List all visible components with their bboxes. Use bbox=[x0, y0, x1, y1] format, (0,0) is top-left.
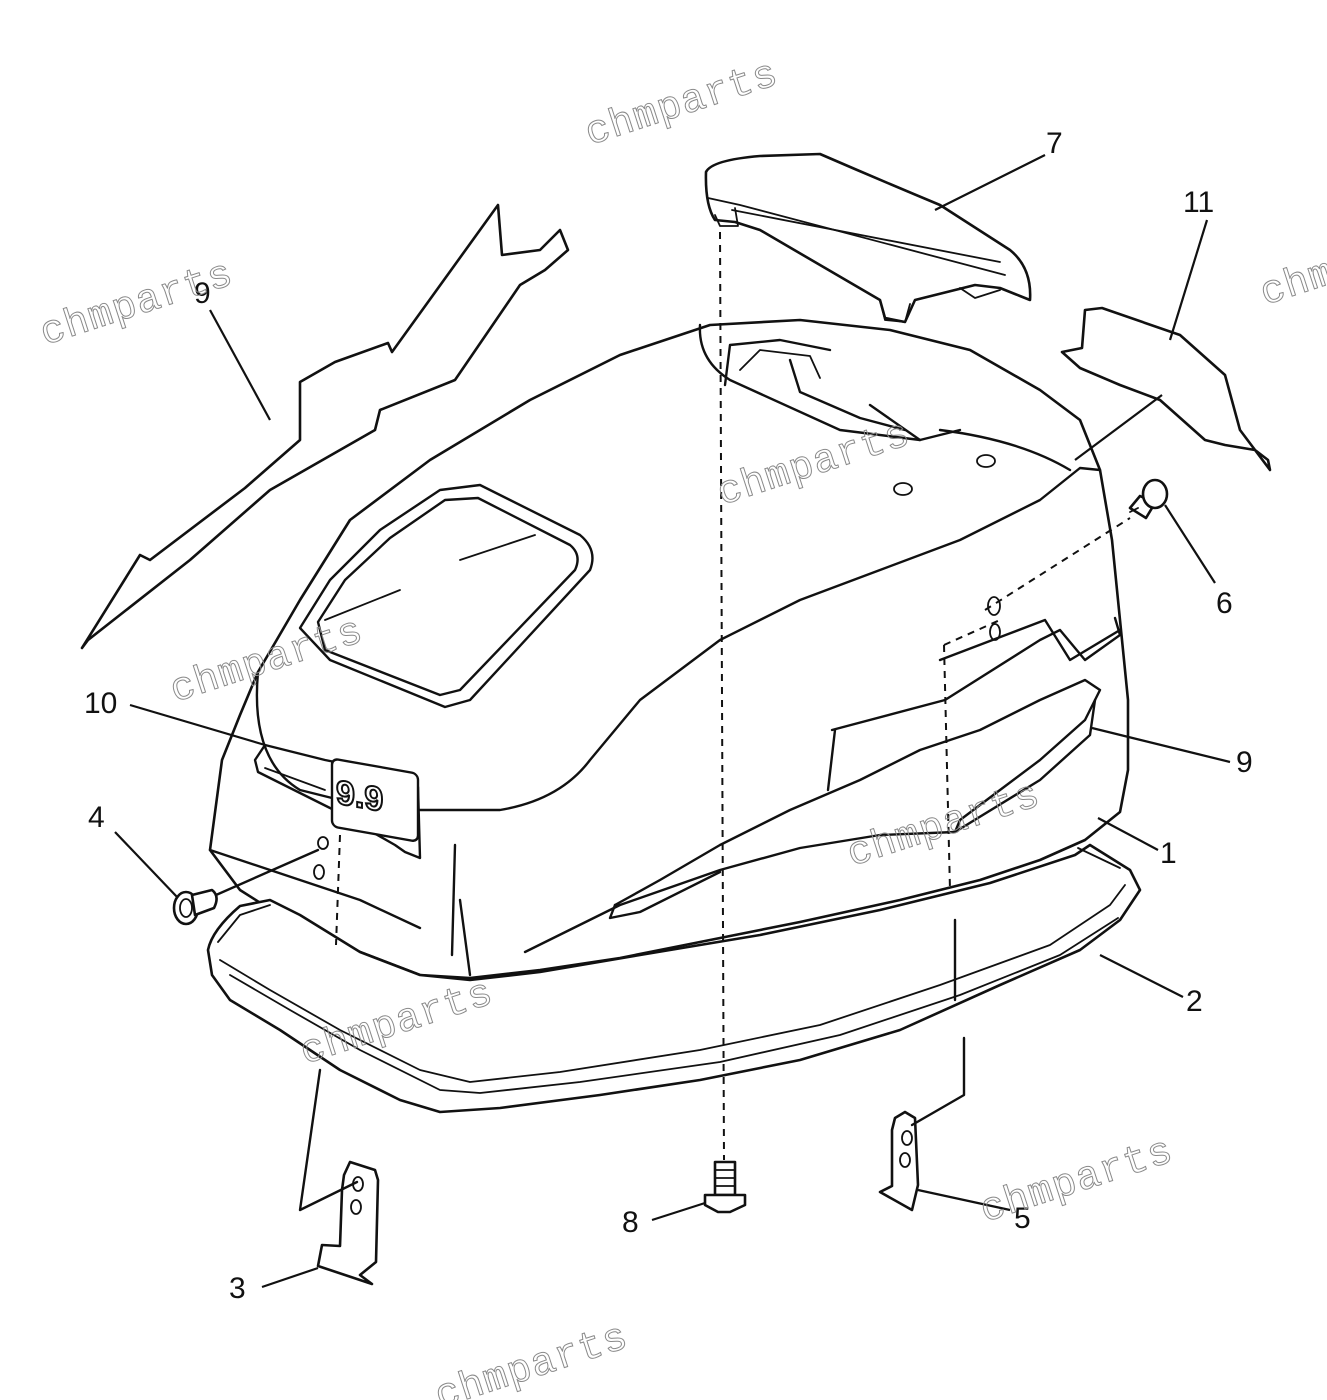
watermark: chmparts bbox=[1255, 213, 1327, 318]
callout-3: 3 bbox=[229, 1272, 246, 1305]
watermark: chmparts bbox=[430, 1316, 634, 1400]
badge-label: 9.9 bbox=[336, 773, 383, 819]
assembly-lines bbox=[214, 231, 1131, 1212]
callout-11: 11 bbox=[1183, 186, 1214, 219]
top-cowling-part-1 bbox=[208, 318, 1130, 980]
hood-window bbox=[298, 483, 594, 709]
callout-7: 7 bbox=[1046, 127, 1063, 160]
callout-8: 8 bbox=[622, 1206, 639, 1239]
callout-9-right: 9 bbox=[1236, 746, 1253, 779]
callouts: 7 11 9 6 10 9 4 1 2 8 5 3 bbox=[84, 127, 1253, 1305]
decal-left-part-9 bbox=[80, 203, 570, 650]
callout-4: 4 bbox=[88, 801, 105, 834]
callout-10: 10 bbox=[84, 687, 117, 720]
callout-1: 1 bbox=[1160, 837, 1177, 870]
decal-front-part-10: 9.9 bbox=[253, 743, 422, 860]
bracket-part-3 bbox=[316, 1160, 380, 1286]
watermark: chmparts bbox=[35, 253, 239, 358]
watermark: chmparts bbox=[580, 53, 784, 158]
top-cover-part-7 bbox=[704, 152, 1032, 324]
leader-lines bbox=[114, 154, 1231, 1289]
callout-6: 6 bbox=[1216, 587, 1233, 620]
callout-2: 2 bbox=[1186, 985, 1203, 1018]
watermark: chmparts bbox=[975, 1130, 1179, 1235]
bolt-part-6 bbox=[1128, 478, 1169, 520]
decal-part-11 bbox=[1060, 306, 1272, 472]
seal-part-2 bbox=[206, 843, 1142, 1114]
bolt-part-4 bbox=[172, 888, 218, 926]
bracket-part-5 bbox=[878, 1110, 920, 1212]
bolt-part-8 bbox=[703, 1160, 747, 1214]
model-badge bbox=[330, 758, 420, 842]
callout-5: 5 bbox=[1014, 1202, 1031, 1235]
callout-9-left: 9 bbox=[194, 277, 211, 310]
